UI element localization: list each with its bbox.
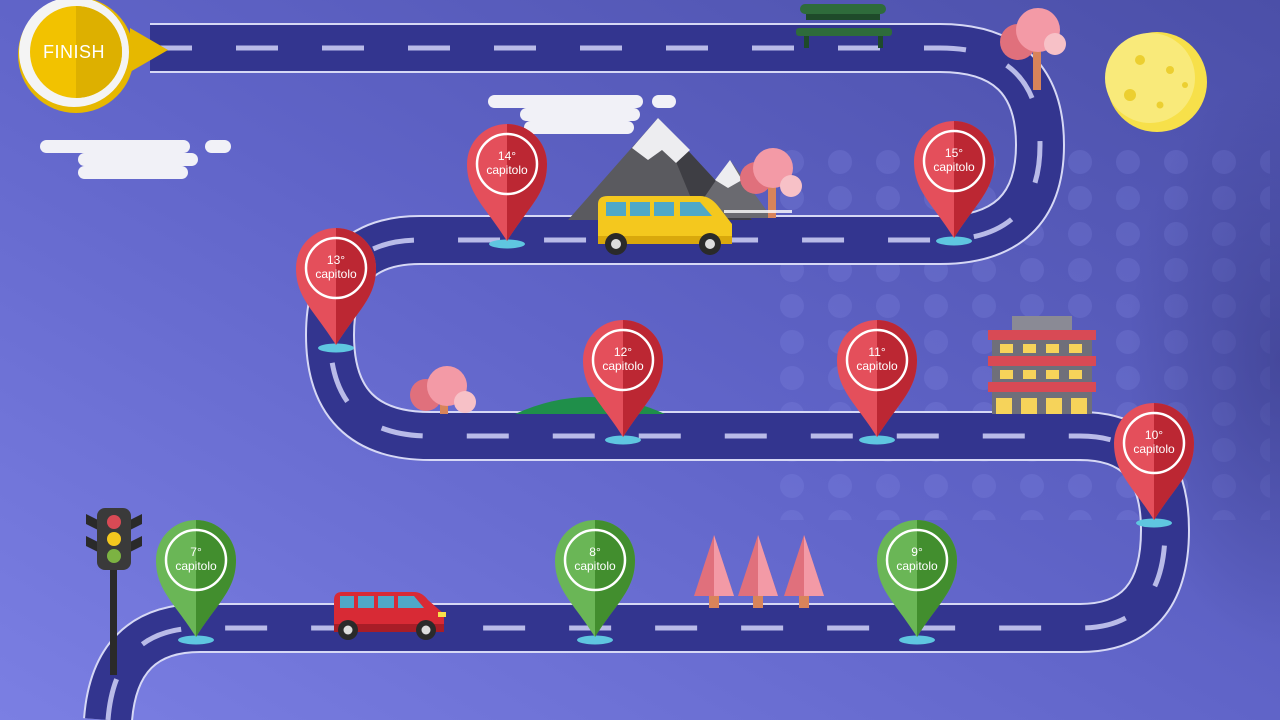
milestone-pin-14: 14° capitolo [467, 124, 547, 249]
milestone-pin-12: 12° capitolo [583, 320, 663, 445]
pin-word: capitolo [486, 163, 528, 177]
milestone-pin-9: 9° capitolo [877, 520, 957, 645]
cloud-icon [488, 95, 676, 134]
tree-icon [410, 366, 476, 414]
pin-word: capitolo [1133, 442, 1175, 456]
finish-label: FINISH [43, 42, 105, 62]
pin-number: 14° [498, 149, 516, 163]
finish-badge: FINISH [18, 0, 168, 113]
pin-word: capitolo [856, 359, 898, 373]
road-center-dashes [105, 45, 1168, 720]
traffic-light-icon [86, 508, 142, 675]
milestone-pin-8: 8° capitolo [555, 520, 635, 645]
road [83, 23, 1190, 720]
mountain-icon [568, 118, 772, 220]
building-icon [988, 316, 1096, 414]
pin-number: 8° [589, 545, 601, 559]
pin-word: capitolo [315, 267, 357, 281]
pin-word: capitolo [896, 559, 938, 573]
cloud-icon [40, 140, 231, 179]
milestone-pin-13: 13° capitolo [296, 228, 376, 353]
pin-word: capitolo [574, 559, 616, 573]
pin-number: 11° [868, 345, 885, 359]
pin-word: capitolo [602, 359, 644, 373]
pin-number: 9° [911, 545, 923, 559]
bench-icon [796, 4, 892, 48]
van-icon [598, 196, 792, 255]
milestone-pin-11: 11° capitolo [837, 320, 917, 445]
tree-icon [740, 148, 802, 218]
pin-number: 12° [614, 345, 632, 359]
tree-icon [1000, 8, 1066, 90]
tree-icon [694, 535, 734, 608]
tree-icon [738, 535, 778, 608]
milestone-pin-15: 15° capitolo [914, 121, 994, 246]
car-icon [334, 592, 446, 640]
pin-word: capitolo [175, 559, 217, 573]
pin-word: capitolo [933, 160, 975, 174]
milestone-pin-7: 7° capitolo [156, 520, 236, 645]
pin-number: 10° [1145, 428, 1163, 442]
tree-icon [784, 535, 824, 608]
milestone-pin-10: 10° capitolo [1114, 403, 1194, 528]
pin-number: 15° [945, 146, 963, 160]
pin-number: 7° [190, 545, 202, 559]
moon-icon [1105, 32, 1207, 132]
pin-number: 13° [327, 253, 345, 267]
